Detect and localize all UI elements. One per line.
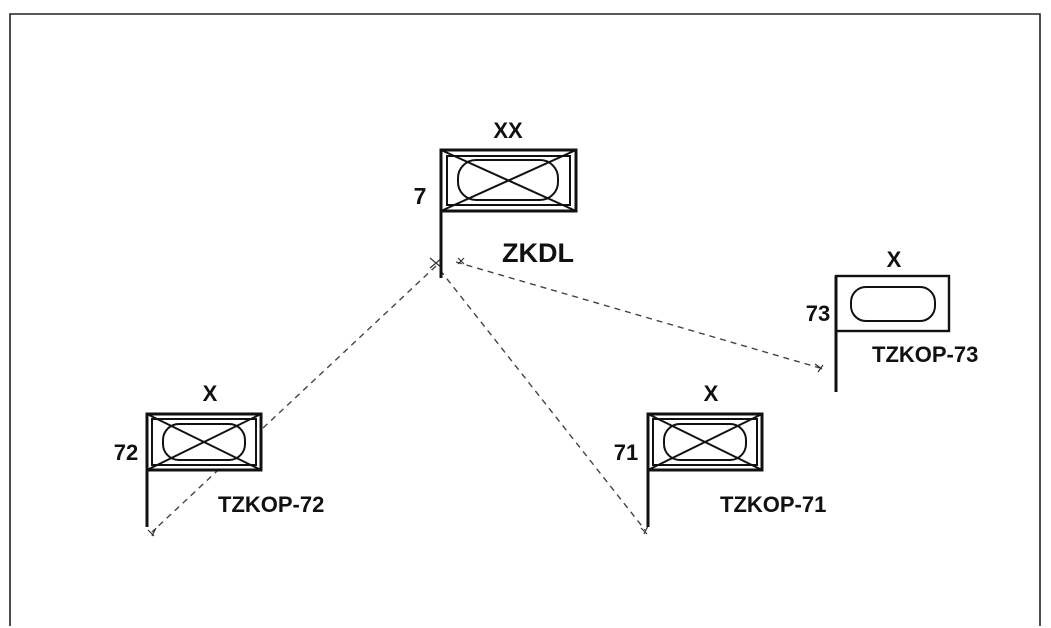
link-hq-72 <box>151 265 437 533</box>
unit-71[interactable]: X 71 TZKOP-71 <box>614 381 827 527</box>
diagram-frame <box>9 13 1041 626</box>
unit-73[interactable]: X 73 TZKOP-73 <box>806 247 979 392</box>
u71-label: TZKOP-71 <box>720 492 826 517</box>
link-hq-72-tip <box>147 527 157 537</box>
link-hq-71 <box>439 269 646 531</box>
hq-number: 7 <box>414 183 427 209</box>
u72-echelon: X <box>203 381 218 406</box>
armored-brigade-flag-icon <box>646 412 764 527</box>
link-hq-73-tip <box>814 363 824 373</box>
armored-brigade-flag-icon <box>145 412 263 527</box>
armored-division-flag-icon <box>439 148 578 278</box>
armor-brigade-flag-icon <box>834 274 951 392</box>
unit-hq[interactable]: XX 7 ZKDL <box>414 118 578 278</box>
connector-lines <box>147 257 824 537</box>
hq-junction-marker <box>429 257 465 269</box>
u72-label: TZKOP-72 <box>218 492 324 517</box>
u71-echelon: X <box>704 381 719 406</box>
link-hq-73 <box>455 261 821 369</box>
link-hq-71-tip <box>640 525 649 535</box>
hq-label: ZKDL <box>502 238 574 268</box>
u73-label: TZKOP-73 <box>872 342 978 367</box>
u73-echelon: X <box>887 247 902 272</box>
u71-number: 71 <box>614 440 638 465</box>
hq-echelon: XX <box>493 118 523 143</box>
u72-number: 72 <box>114 440 138 465</box>
unit-72[interactable]: X 72 TZKOP-72 <box>114 381 325 527</box>
u73-number: 73 <box>806 301 830 326</box>
